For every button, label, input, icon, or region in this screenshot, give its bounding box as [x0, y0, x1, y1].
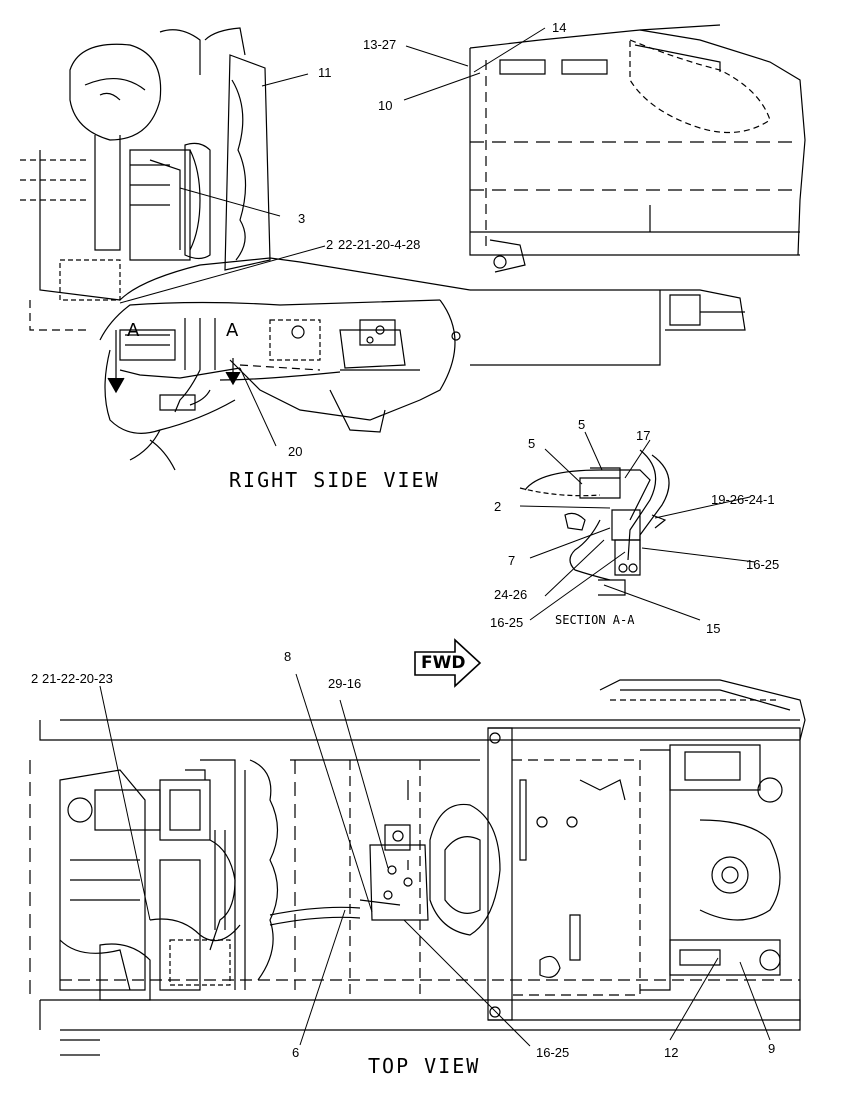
callout-12: 12: [664, 1045, 679, 1060]
fwd-direction-label: FWD: [421, 653, 466, 673]
section-a-a-drawing: [519, 449, 670, 596]
top-view-leader-lines: [99, 673, 771, 1047]
section-marker-right: A: [226, 320, 239, 341]
callout-7: 7: [508, 553, 516, 568]
right-side-view-title: RIGHT SIDE VIEW: [229, 468, 440, 492]
callout-21-22-20-23: 21-22-20-23: [42, 671, 113, 686]
callout-9: 9: [768, 1041, 776, 1056]
callout-24-26: 24-26: [494, 587, 528, 602]
right-side-view-drawing: [20, 24, 806, 471]
callout-16-25-bottom: 16-25: [536, 1045, 570, 1060]
callout-5-upper: 5: [578, 417, 586, 432]
callout-17: 17: [636, 428, 651, 443]
callout-16-25-right: 16-25: [746, 557, 780, 572]
callout-8: 8: [284, 649, 292, 664]
right-side-leader-lines: [119, 27, 546, 447]
callout-6: 6: [292, 1045, 300, 1060]
callout-20: 20: [288, 444, 303, 459]
callout-10: 10: [378, 98, 393, 113]
section-leader-lines: [519, 431, 756, 621]
callout-2-left: 2: [31, 671, 39, 686]
callout-11: 11: [318, 65, 332, 80]
callout-16-25-left: 16-25: [490, 615, 524, 630]
fwd-arrow-shape: [414, 638, 482, 688]
section-a-a-title: SECTION A-A: [555, 613, 635, 627]
callout-14: 14: [552, 20, 567, 35]
callout-3: 3: [298, 211, 306, 226]
top-view-title: TOP VIEW: [368, 1054, 481, 1078]
callout-19-26-24-1: 19-26-24-1: [711, 492, 775, 507]
callout-2: 2: [494, 499, 502, 514]
callout-29-16: 29-16: [328, 676, 362, 691]
callout-22-21-20-4-28: 22-21-20-4-28: [338, 237, 421, 252]
top-view-drawing: [29, 679, 806, 1056]
callout-15: 15: [706, 621, 721, 636]
callout-2-top: 2: [326, 237, 334, 252]
callout-5-lower: 5: [528, 436, 536, 451]
callout-13-27: 13-27: [363, 37, 397, 52]
section-marker-left: A: [127, 320, 140, 341]
